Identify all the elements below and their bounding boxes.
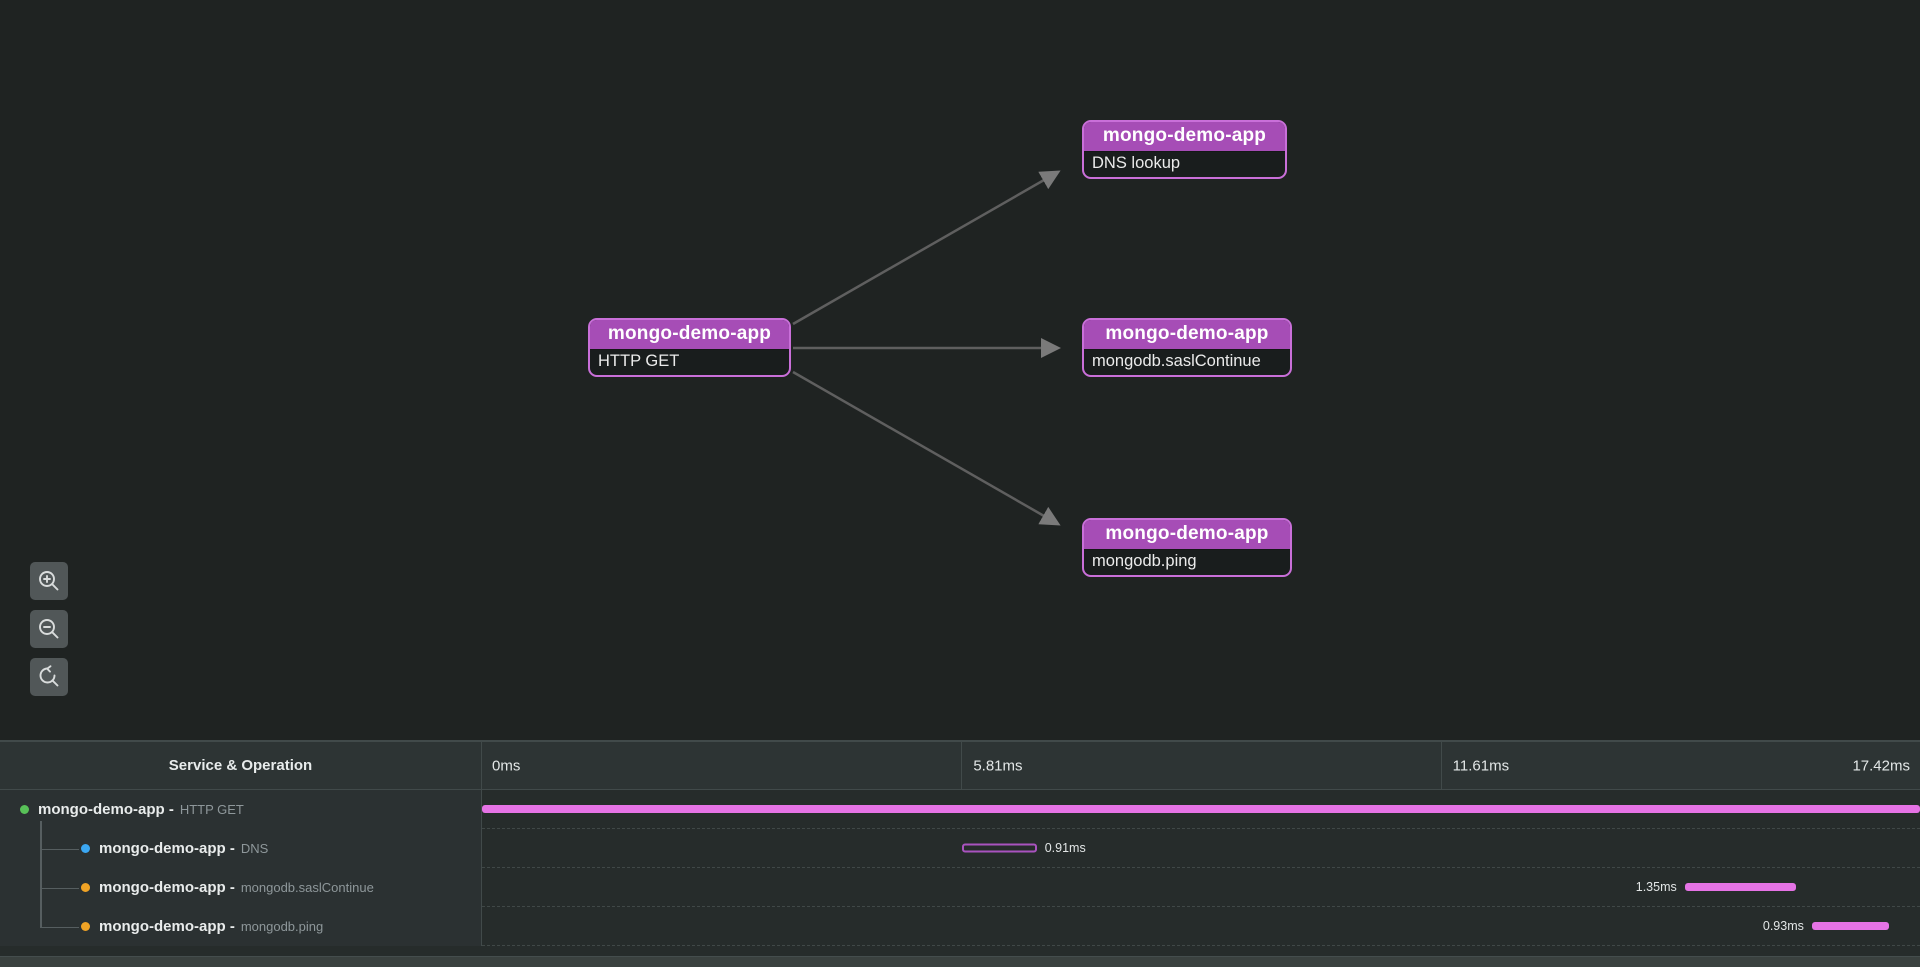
magnifier-minus-icon xyxy=(39,619,59,639)
node-operation-label: mongodb.ping xyxy=(1092,552,1197,570)
node-service-label: mongo-demo-app xyxy=(590,320,789,350)
span-track[interactable]: 1.35ms xyxy=(482,868,1920,907)
span-track[interactable]: 0.93ms xyxy=(482,907,1920,946)
span-row[interactable]: mongo-demo-app - mongodb.saslContinue 1.35… xyxy=(0,868,1920,907)
span-track[interactable]: 0.91ms xyxy=(482,829,1920,868)
span-operation-name: mongodb.saslContinue xyxy=(240,880,374,895)
span-duration-label: 0.93ms xyxy=(1762,919,1804,933)
graph-zoom-controls xyxy=(30,562,68,696)
span-service-name: mongo-demo-app - xyxy=(99,918,235,935)
node-service-label: mongo-demo-app xyxy=(1084,320,1290,350)
node-operation-label: mongodb.saslContinue xyxy=(1092,352,1261,370)
span-row[interactable]: mongo-demo-app - HTTP GET xyxy=(0,790,1920,829)
span-bar[interactable] xyxy=(482,805,1920,813)
graph-edges xyxy=(792,170,1061,526)
trace-graph-canvas[interactable]: mongo-demo-app HTTP GET mongo-demo-app D… xyxy=(0,0,1920,740)
span-bar[interactable] xyxy=(961,843,1037,853)
span-bar[interactable] xyxy=(1811,922,1889,930)
service-dot xyxy=(81,922,90,931)
span-operation-name: mongodb.ping xyxy=(240,919,324,934)
tick-divider xyxy=(961,742,963,789)
horizontal-scrollbar[interactable] xyxy=(0,957,1920,967)
span-operation-name: HTTP GET xyxy=(179,802,244,817)
span-duration-label: 0.91ms xyxy=(1044,841,1086,855)
edge-root-to-ping xyxy=(792,370,1061,526)
span-service-name: mongo-demo-app - xyxy=(99,879,235,896)
span-bar[interactable] xyxy=(1684,883,1797,891)
tick-label-17ms: 17.42ms xyxy=(1852,757,1910,774)
span-service-name: mongo-demo-app - xyxy=(38,801,174,818)
timeline-ruler[interactable]: 0ms 5.81ms 11.61ms 17.42ms xyxy=(482,742,1920,789)
service-dot xyxy=(81,883,90,892)
service-dot xyxy=(20,805,29,814)
node-operation-label: DNS lookup xyxy=(1092,154,1181,172)
span-row[interactable]: mongo-demo-app - DNS 0.91ms xyxy=(0,829,1920,868)
node-operation-label: HTTP GET xyxy=(598,352,680,370)
span-name-cell[interactable]: mongo-demo-app - mongodb.ping xyxy=(0,907,482,946)
reset-zoom-button[interactable] xyxy=(30,658,68,696)
service-dot xyxy=(81,844,90,853)
magnifier-plus-icon xyxy=(39,571,59,591)
zoom-in-button[interactable] xyxy=(30,562,68,600)
span-name-cell[interactable]: mongo-demo-app - DNS xyxy=(0,829,482,868)
span-operation-name: DNS xyxy=(240,841,269,856)
graph-node-saslcontinue[interactable]: mongo-demo-app mongodb.saslContinue xyxy=(1082,318,1292,377)
timeline-header: Service & Operation 0ms 5.81ms 11.61ms 1… xyxy=(0,742,1920,790)
span-name-cell[interactable]: mongo-demo-app - mongodb.saslContinue xyxy=(0,868,482,907)
zoom-out-button[interactable] xyxy=(30,610,68,648)
span-duration-label: 1.35ms xyxy=(1635,880,1677,894)
edge-root-to-dns xyxy=(792,170,1061,326)
graph-node-http-get[interactable]: mongo-demo-app HTTP GET xyxy=(588,318,791,377)
node-service-label: mongo-demo-app xyxy=(1084,122,1285,152)
span-name-cell[interactable]: mongo-demo-app - HTTP GET xyxy=(0,790,482,829)
span-track[interactable] xyxy=(482,790,1920,829)
span-service-name: mongo-demo-app - xyxy=(99,840,235,857)
tick-divider xyxy=(1440,742,1442,789)
tick-label-0ms: 0ms xyxy=(492,757,521,774)
graph-node-mongodb-ping[interactable]: mongo-demo-app mongodb.ping xyxy=(1082,518,1292,577)
span-row[interactable]: mongo-demo-app - mongodb.ping 0.93ms xyxy=(0,907,1920,946)
tick-label-5ms: 5.81ms xyxy=(973,757,1023,774)
node-service-label: mongo-demo-app xyxy=(1084,520,1290,550)
trace-timeline: Service & Operation 0ms 5.81ms 11.61ms 1… xyxy=(0,740,1920,967)
reset-arrow-icon xyxy=(39,665,59,687)
graph-node-dns-lookup[interactable]: mongo-demo-app DNS lookup xyxy=(1082,120,1287,179)
service-operation-column-header[interactable]: Service & Operation xyxy=(0,742,482,789)
tick-label-11ms: 11.61ms xyxy=(1452,757,1510,774)
